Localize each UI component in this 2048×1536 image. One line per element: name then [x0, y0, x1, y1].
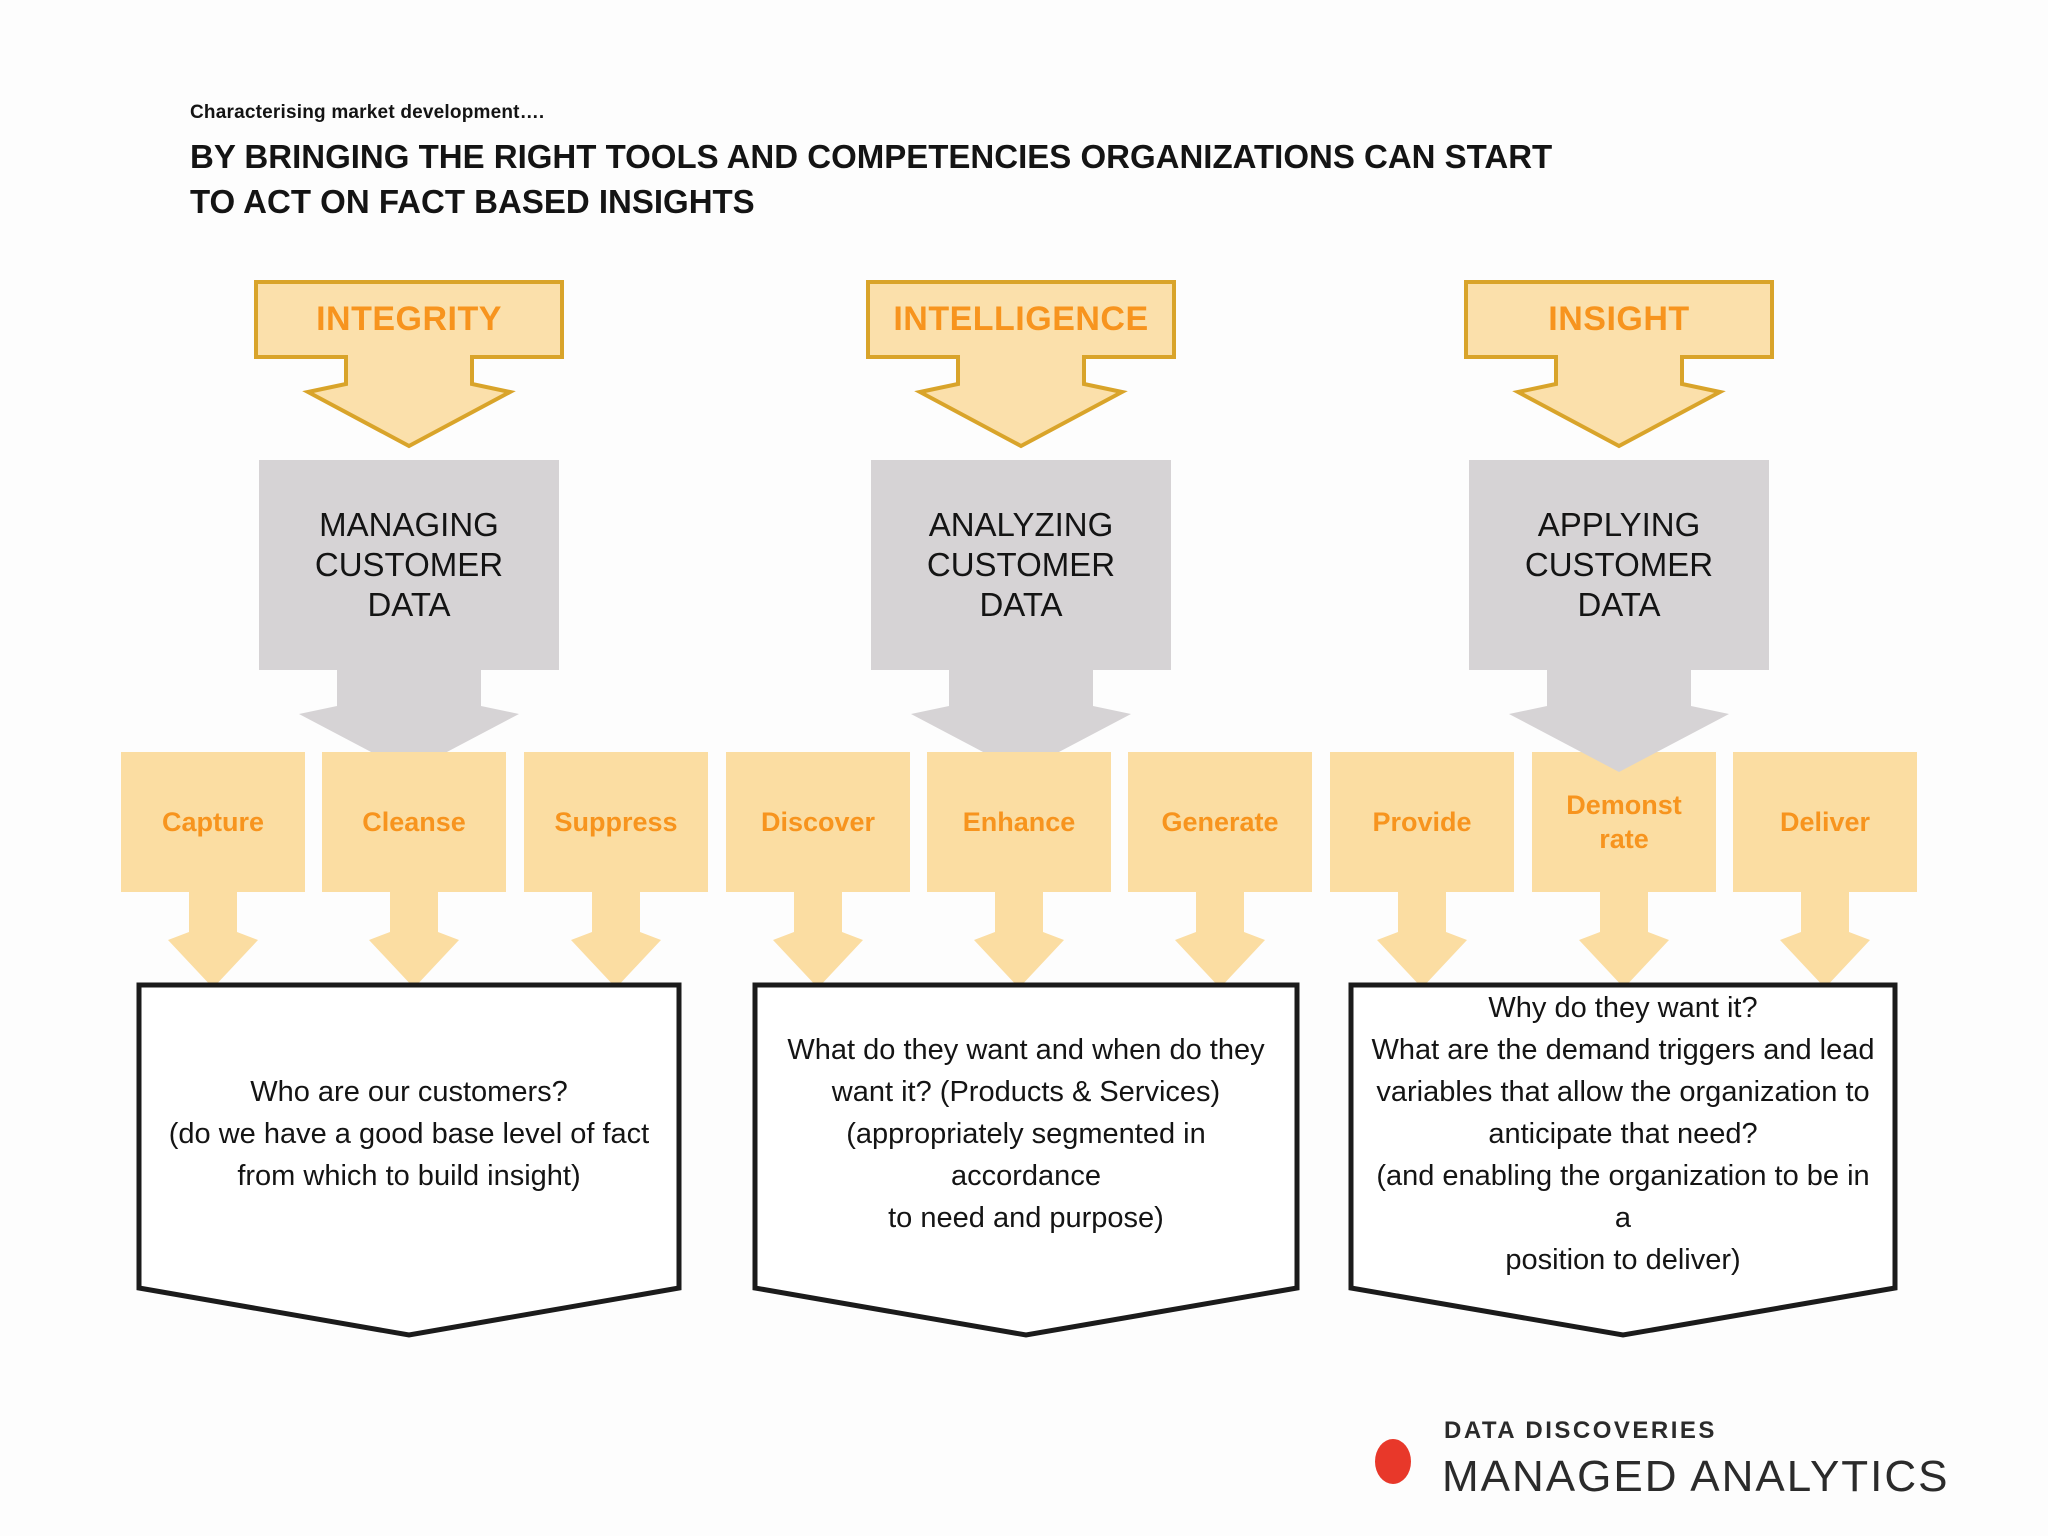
- banner-label-integrity: INTEGRITY: [316, 300, 502, 338]
- banner-label-insight: INSIGHT: [1548, 300, 1690, 338]
- question-text-intelligence: What do they want and when do they want …: [787, 1033, 1265, 1234]
- pennant-outline: [1348, 982, 1898, 1338]
- generate-down-arrow-icon: [1175, 892, 1265, 988]
- suppress-down-arrow-icon: [571, 892, 661, 988]
- step-box-deliver: Deliver: [1733, 752, 1917, 892]
- discover-down-arrow-icon: [773, 892, 863, 988]
- stage-box-managing-customer-data: MANAGING CUSTOMER DATA: [259, 460, 559, 670]
- integrity-banner-arrow-shape: [254, 280, 564, 449]
- step-box-generate: Generate: [1128, 752, 1312, 892]
- capture-down-arrow-icon: [168, 892, 258, 988]
- intelligence-banner-arrow-shape: [866, 280, 1176, 449]
- question-text-insight: Why do they want it? What are the demand…: [1371, 991, 1875, 1276]
- question-box-integrity: Who are our customers? (do we have a goo…: [136, 982, 682, 1343]
- question-text-integrity: Who are our customers? (do we have a goo…: [168, 1075, 650, 1192]
- step-box-provide: Provide: [1330, 752, 1514, 892]
- page-title: BY BRINGING THE RIGHT TOOLS AND COMPETEN…: [190, 138, 1553, 220]
- step-box-demonstrate: Demonst rate: [1532, 752, 1716, 892]
- logo-dot-icon: [1375, 1439, 1411, 1484]
- step-box-enhance: Enhance: [927, 752, 1111, 892]
- question-box-insight: Why do they want it? What are the demand…: [1348, 982, 1898, 1343]
- pennant-outline: [752, 982, 1300, 1338]
- logo-tagline: DATA DISCOVERIES: [1444, 1417, 1717, 1444]
- deliver-down-arrow-icon: [1780, 892, 1870, 988]
- step-box-cleanse: Cleanse: [322, 752, 506, 892]
- analyzing-down-arrow-icon: [911, 670, 1131, 772]
- question-box-intelligence: What do they want and when do they want …: [752, 982, 1300, 1343]
- eyebrow-text: Characterising market development….: [190, 102, 545, 123]
- demonstrate-down-arrow-icon: [1579, 892, 1669, 988]
- managing-down-arrow-icon: [299, 670, 519, 772]
- banner-label-intelligence: INTELLIGENCE: [893, 300, 1149, 338]
- step-box-suppress: Suppress: [524, 752, 708, 892]
- stage-box-applying-customer-data: APPLYING CUSTOMER DATA: [1469, 460, 1769, 670]
- logo-name: MANAGED ANALYTICS: [1442, 1452, 1950, 1501]
- provide-down-arrow-icon: [1377, 892, 1467, 988]
- pennant-outline: [136, 982, 682, 1338]
- enhance-down-arrow-icon: [974, 892, 1064, 988]
- step-box-capture: Capture: [121, 752, 305, 892]
- cleanse-down-arrow-icon: [369, 892, 459, 988]
- step-box-discover: Discover: [726, 752, 910, 892]
- stage-box-analyzing-customer-data: ANALYZING CUSTOMER DATA: [871, 460, 1171, 670]
- insight-banner-arrow-shape: [1464, 280, 1774, 449]
